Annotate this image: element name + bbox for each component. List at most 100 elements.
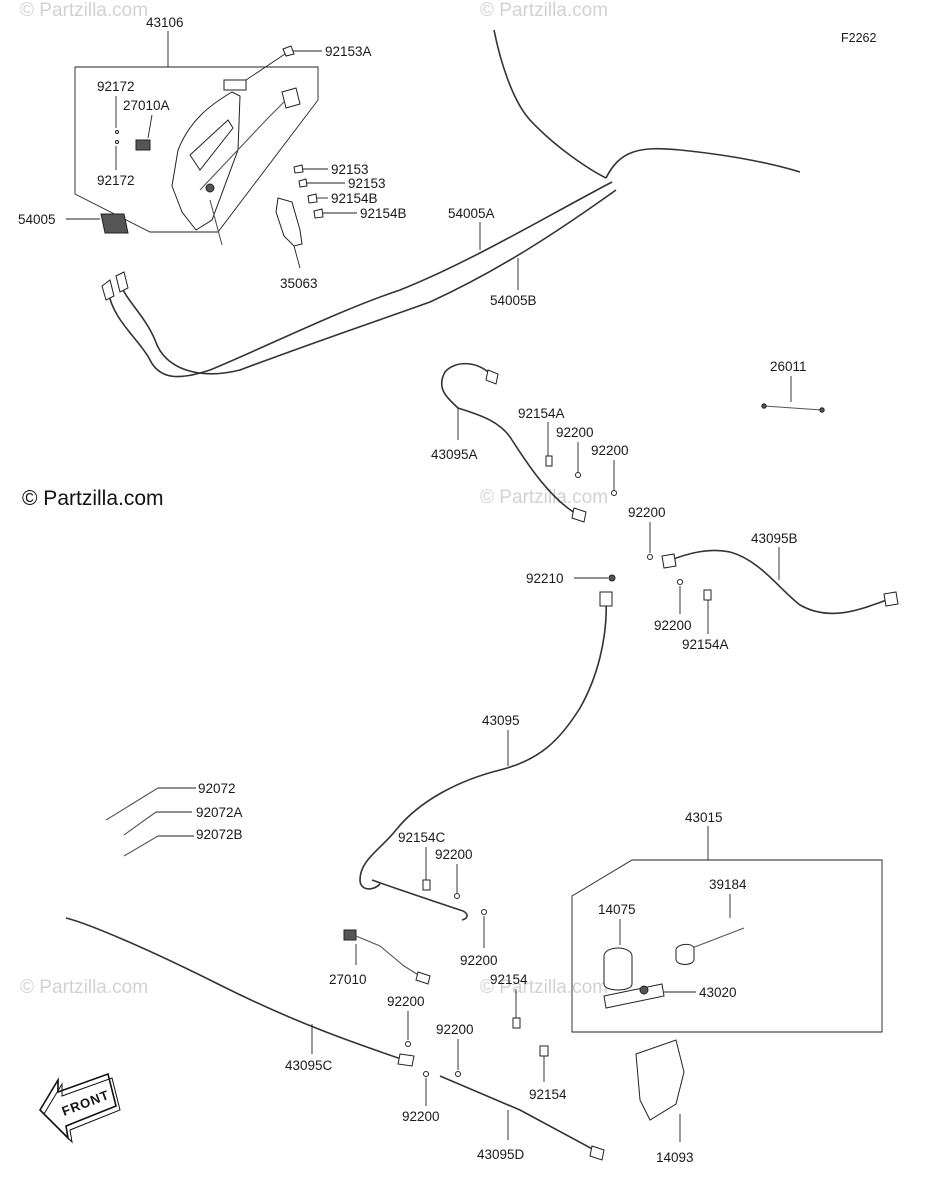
bolt-92153A[interactable] bbox=[282, 45, 295, 57]
washer-92200-g[interactable] bbox=[405, 1041, 411, 1047]
washer-92200-b[interactable] bbox=[611, 490, 617, 496]
label-14075[interactable]: 14075 bbox=[598, 902, 636, 917]
label-92200-g[interactable]: 92200 bbox=[387, 994, 425, 1009]
fitting-43095C[interactable] bbox=[397, 1053, 415, 1067]
label-92072[interactable]: 92072 bbox=[198, 781, 236, 796]
label-92200-i[interactable]: 92200 bbox=[402, 1109, 440, 1124]
label-92200-h[interactable]: 92200 bbox=[436, 1022, 474, 1037]
washer-92200-h[interactable] bbox=[455, 1071, 461, 1077]
fitting-43095-a[interactable] bbox=[599, 591, 613, 607]
switch-27010[interactable] bbox=[343, 929, 431, 985]
label-43095B[interactable]: 43095B bbox=[751, 531, 798, 546]
label-92072A[interactable]: 92072A bbox=[196, 805, 243, 820]
label-43095C[interactable]: 43095C bbox=[285, 1058, 333, 1073]
pin-92172-a[interactable] bbox=[115, 130, 119, 134]
bolt-92154-b[interactable] bbox=[539, 1045, 549, 1057]
front-direction-indicator: FRONT bbox=[38, 1072, 121, 1144]
connector-26011-a[interactable] bbox=[761, 403, 767, 409]
label-92153-1[interactable]: 92153 bbox=[331, 162, 369, 177]
master-cylinder-43020[interactable] bbox=[603, 947, 665, 1009]
hose-lower-43095[interactable] bbox=[371, 879, 468, 921]
label-92172-top[interactable]: 92172 bbox=[97, 79, 135, 94]
label-92154A-bottom[interactable]: 92154A bbox=[682, 637, 729, 652]
fitting-43095A-a[interactable] bbox=[485, 369, 499, 385]
label-27010[interactable]: 27010 bbox=[329, 972, 367, 987]
rod-39184[interactable] bbox=[675, 927, 745, 965]
washer-92200-f[interactable] bbox=[481, 909, 487, 915]
label-92154-a[interactable]: 92154 bbox=[490, 972, 528, 987]
leader-92153A-a bbox=[245, 53, 286, 81]
label-92200-e[interactable]: 92200 bbox=[435, 847, 473, 862]
lever-assembly-43106[interactable] bbox=[171, 79, 301, 246]
watermark-top-left: © Partzilla.com bbox=[20, 0, 148, 21]
pin-92172-b[interactable] bbox=[115, 140, 119, 144]
bolt-stack[interactable] bbox=[293, 164, 324, 219]
label-43106[interactable]: 43106 bbox=[146, 15, 184, 30]
label-14093[interactable]: 14093 bbox=[656, 1150, 694, 1165]
figure-id: F2262 bbox=[841, 31, 876, 45]
washer-92200-e[interactable] bbox=[454, 893, 460, 899]
label-43095[interactable]: 43095 bbox=[482, 713, 520, 728]
bolt-92154A-bottom[interactable] bbox=[703, 589, 712, 601]
hose-43095B[interactable] bbox=[665, 549, 893, 615]
label-92154-b[interactable]: 92154 bbox=[529, 1087, 567, 1102]
label-92153A[interactable]: 92153A bbox=[325, 44, 372, 59]
washer-92200-i[interactable] bbox=[423, 1071, 429, 1077]
label-92154B-2[interactable]: 92154B bbox=[360, 206, 407, 221]
connector-26011-b[interactable] bbox=[819, 407, 825, 413]
hose-43095A[interactable] bbox=[440, 362, 581, 517]
washer-92200-a[interactable] bbox=[575, 472, 581, 478]
harness-26011[interactable] bbox=[763, 405, 823, 411]
washer-92200-c[interactable] bbox=[647, 554, 653, 560]
label-35063[interactable]: 35063 bbox=[280, 276, 318, 291]
fitting-43095B-a[interactable] bbox=[661, 553, 677, 569]
pin-92072[interactable] bbox=[105, 787, 159, 821]
bolt-92154A-top[interactable] bbox=[545, 455, 553, 467]
bracket-14093[interactable] bbox=[635, 1039, 685, 1121]
copyright-notice: © Partzilla.com bbox=[22, 487, 164, 510]
label-92154C[interactable]: 92154C bbox=[398, 830, 446, 845]
label-54005A[interactable]: 54005A bbox=[448, 206, 495, 221]
bolt-92154C[interactable] bbox=[422, 879, 431, 891]
label-92072B[interactable]: 92072B bbox=[196, 827, 243, 842]
label-54005B[interactable]: 54005B bbox=[490, 293, 537, 308]
pin-92072B[interactable] bbox=[123, 835, 159, 857]
clamp-54005[interactable] bbox=[100, 213, 129, 234]
hose-43095D[interactable] bbox=[439, 1075, 599, 1153]
nut-92210[interactable] bbox=[608, 574, 616, 582]
label-43015[interactable]: 43015 bbox=[685, 810, 723, 825]
label-92200-d[interactable]: 92200 bbox=[654, 618, 692, 633]
watermark-top-right: © Partzilla.com bbox=[480, 0, 608, 21]
assembly-box-43015 bbox=[571, 859, 883, 1033]
pin-92072A[interactable] bbox=[123, 811, 157, 836]
bolt-92154-a[interactable] bbox=[512, 1017, 521, 1029]
fitting-43095B-b[interactable] bbox=[883, 591, 899, 607]
label-43095D[interactable]: 43095D bbox=[477, 1147, 525, 1162]
label-92154A-top[interactable]: 92154A bbox=[518, 406, 565, 421]
label-92200-c[interactable]: 92200 bbox=[628, 505, 666, 520]
switch-27010A[interactable] bbox=[135, 139, 151, 151]
watermark-middle: © Partzilla.com bbox=[480, 487, 608, 508]
label-92154B-1[interactable]: 92154B bbox=[331, 191, 378, 206]
label-92200-a[interactable]: 92200 bbox=[556, 425, 594, 440]
label-27010A[interactable]: 27010A bbox=[123, 98, 170, 113]
label-92210[interactable]: 92210 bbox=[526, 571, 564, 586]
bracket-35063[interactable] bbox=[275, 197, 303, 247]
label-26011[interactable]: 26011 bbox=[770, 359, 807, 374]
label-39184[interactable]: 39184 bbox=[709, 877, 747, 892]
label-92200-f[interactable]: 92200 bbox=[460, 953, 498, 968]
hose-43095[interactable] bbox=[359, 597, 608, 890]
fitting-43095A-b[interactable] bbox=[571, 507, 587, 523]
label-43095A[interactable]: 43095A bbox=[431, 447, 478, 462]
label-54005[interactable]: 54005 bbox=[18, 212, 56, 227]
cable-43095C[interactable] bbox=[65, 917, 411, 1063]
label-43020[interactable]: 43020 bbox=[699, 985, 737, 1000]
fitting-43095D[interactable] bbox=[589, 1145, 605, 1161]
label-92200-b[interactable]: 92200 bbox=[591, 443, 629, 458]
washer-92200-d[interactable] bbox=[677, 579, 683, 585]
label-92153-2[interactable]: 92153 bbox=[348, 176, 386, 191]
label-92172-bottom[interactable]: 92172 bbox=[97, 173, 135, 188]
cable-assembly-54005[interactable] bbox=[101, 29, 801, 378]
